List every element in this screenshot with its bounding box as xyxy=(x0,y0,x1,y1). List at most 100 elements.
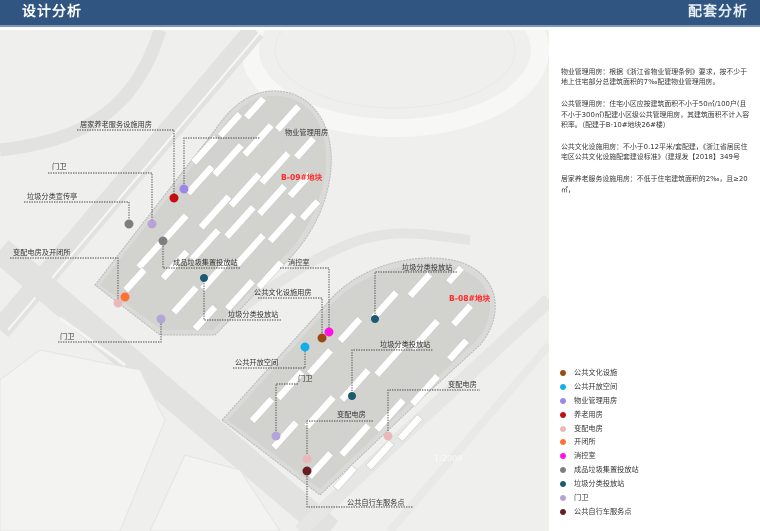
legend-label: 成品垃圾集置投放站 xyxy=(574,465,639,475)
curved-road xyxy=(0,30,167,157)
note-public-culture: 公共文化设施用房：不小于0.12平米/套配建，《浙江省居民住宅区公共文化设施配套… xyxy=(561,143,748,162)
legend-item-guard: 门卫 xyxy=(560,491,740,505)
building-block xyxy=(275,368,305,402)
legend-label: 公共自行车服务点 xyxy=(574,506,632,516)
label-elderly-care: 居家养老服务设施用房 xyxy=(80,120,152,129)
label-waste-sort-3: 垃圾分类投放站 xyxy=(380,340,430,349)
legend-dot-icon xyxy=(560,397,566,404)
leader-waste-sort-2 xyxy=(374,271,458,319)
label-guard-3: 门卫 xyxy=(298,374,312,383)
label-substation-1: 变配电房 xyxy=(337,410,366,419)
building-block xyxy=(409,318,441,352)
marker-culture[interactable] xyxy=(317,333,327,343)
facility-markers xyxy=(113,184,393,476)
legend-item-property: 物业管理用房 xyxy=(560,394,740,408)
leader-substation-2 xyxy=(387,389,480,436)
leader-property xyxy=(183,137,260,189)
label-fire-control: 消控室 xyxy=(288,258,310,267)
legend-item-substation: 变配电房 xyxy=(560,422,740,436)
label-guard-1: 门卫 xyxy=(52,162,66,171)
label-waste-sort-1: 垃圾分类投放站 xyxy=(228,310,278,319)
building-block xyxy=(446,337,470,363)
building-block xyxy=(365,439,395,471)
road-marking xyxy=(59,316,126,367)
label-substation-2: 变配电房 xyxy=(448,380,477,389)
label-waste-kiosk: 垃圾分类宣传亭 xyxy=(27,192,77,201)
note-public-management: 公共管理用房：住宅小区应按建筑面积不小于50㎡/100户(且不小于300㎡)配建… xyxy=(561,100,750,129)
marker-substation-1[interactable] xyxy=(302,454,312,464)
building-block xyxy=(160,248,190,282)
marker-bike-service[interactable] xyxy=(302,466,312,476)
legend-dot-icon xyxy=(560,425,566,432)
label-waste-sort-2: 垃圾分类投放站 xyxy=(402,263,452,272)
leader-guard-1 xyxy=(48,172,153,224)
marker-guard-3[interactable] xyxy=(271,431,281,441)
marker-guard-1[interactable] xyxy=(147,219,157,229)
building-block xyxy=(185,163,215,197)
marker-waste-sort-1[interactable] xyxy=(200,274,208,282)
building-block xyxy=(270,419,300,451)
building-blocks xyxy=(122,95,474,492)
legend-label: 变配电房 xyxy=(574,423,603,433)
legend-dot-icon xyxy=(560,453,566,460)
marker-waste-sort-3[interactable] xyxy=(348,392,356,400)
label-property-management: 物业管理用房 xyxy=(285,128,328,137)
legend-item-switch-station: 开闭所 xyxy=(560,435,740,449)
building-block xyxy=(217,111,243,139)
building-block xyxy=(233,232,267,268)
legend-label: 公共开放空间 xyxy=(574,381,618,391)
legend-item-elderly: 养老用房 xyxy=(560,408,740,422)
legend-dot-icon xyxy=(560,439,566,446)
building-block xyxy=(407,271,433,299)
building-block xyxy=(255,259,285,291)
marker-switch-station[interactable] xyxy=(120,292,130,302)
marker-guard-2[interactable] xyxy=(156,314,166,324)
note-elderly-care: 居家养老服务设施用房：不低于住宅建筑面积的2‰，且≥20㎡， xyxy=(561,175,748,194)
leader-lines xyxy=(10,129,480,508)
legend-label: 垃圾分类投放站 xyxy=(574,479,625,489)
marker-substation-0[interactable] xyxy=(113,298,123,308)
building-block xyxy=(197,193,233,231)
building-block xyxy=(170,284,200,316)
label-bike-service: 公共自行车服务点 xyxy=(347,498,405,507)
diagonal-road-se xyxy=(0,240,339,531)
marker-waste-kiosk[interactable] xyxy=(124,219,134,229)
leader-fire-control xyxy=(280,267,330,332)
marker-property-management[interactable] xyxy=(179,184,189,194)
map-labels: B-09#地块 B-08#地块 1:2000 居家养老服务设施用房 物业管理用房… xyxy=(13,120,490,507)
legend-item-waste-sort: 垃圾分类投放站 xyxy=(560,477,740,491)
marker-elderly-care[interactable] xyxy=(169,193,179,203)
building-block xyxy=(223,204,257,240)
marker-waste-sort-2[interactable] xyxy=(371,315,379,323)
leader-waste-sort-3 xyxy=(351,349,433,396)
leader-open-space xyxy=(233,347,306,369)
legend: 公共文化设施 公共开放空间 物业管理用房 养老用房 变配电房 开闭所 消控室 成… xyxy=(560,366,740,519)
building-block xyxy=(267,211,297,245)
building-block xyxy=(287,171,313,199)
building-block xyxy=(306,347,334,377)
scale-text: 1:2000 xyxy=(434,454,462,463)
building-block xyxy=(450,302,474,328)
building-block xyxy=(373,397,407,433)
leader-substation-1 xyxy=(306,420,374,459)
leader-guard-2 xyxy=(58,319,162,343)
legend-label: 养老用房 xyxy=(574,409,603,419)
diagonal-road-south xyxy=(295,294,549,531)
label-culture: 公共文化设施用房 xyxy=(254,288,312,297)
building-block xyxy=(258,150,292,186)
legend-item-fire-control: 消控室 xyxy=(560,449,740,463)
building-block xyxy=(190,134,220,166)
site-plan-svg: B-09#地块 B-08#地块 1:2000 居家养老服务设施用房 物业管理用房… xyxy=(0,30,549,531)
marker-fire-control[interactable] xyxy=(324,327,334,337)
leader-bike xyxy=(306,471,413,508)
parcel-south xyxy=(149,454,281,531)
building-block xyxy=(256,183,288,217)
marker-waste-collect[interactable] xyxy=(158,236,168,246)
building-block xyxy=(337,316,363,344)
legend-label: 物业管理用房 xyxy=(574,395,618,405)
marker-open-space[interactable] xyxy=(300,342,310,352)
label-guard-2: 门卫 xyxy=(60,332,74,341)
marker-substation-2[interactable] xyxy=(383,431,393,441)
legend-label: 开闭所 xyxy=(574,437,596,447)
legend-label: 公共文化设施 xyxy=(574,367,618,377)
